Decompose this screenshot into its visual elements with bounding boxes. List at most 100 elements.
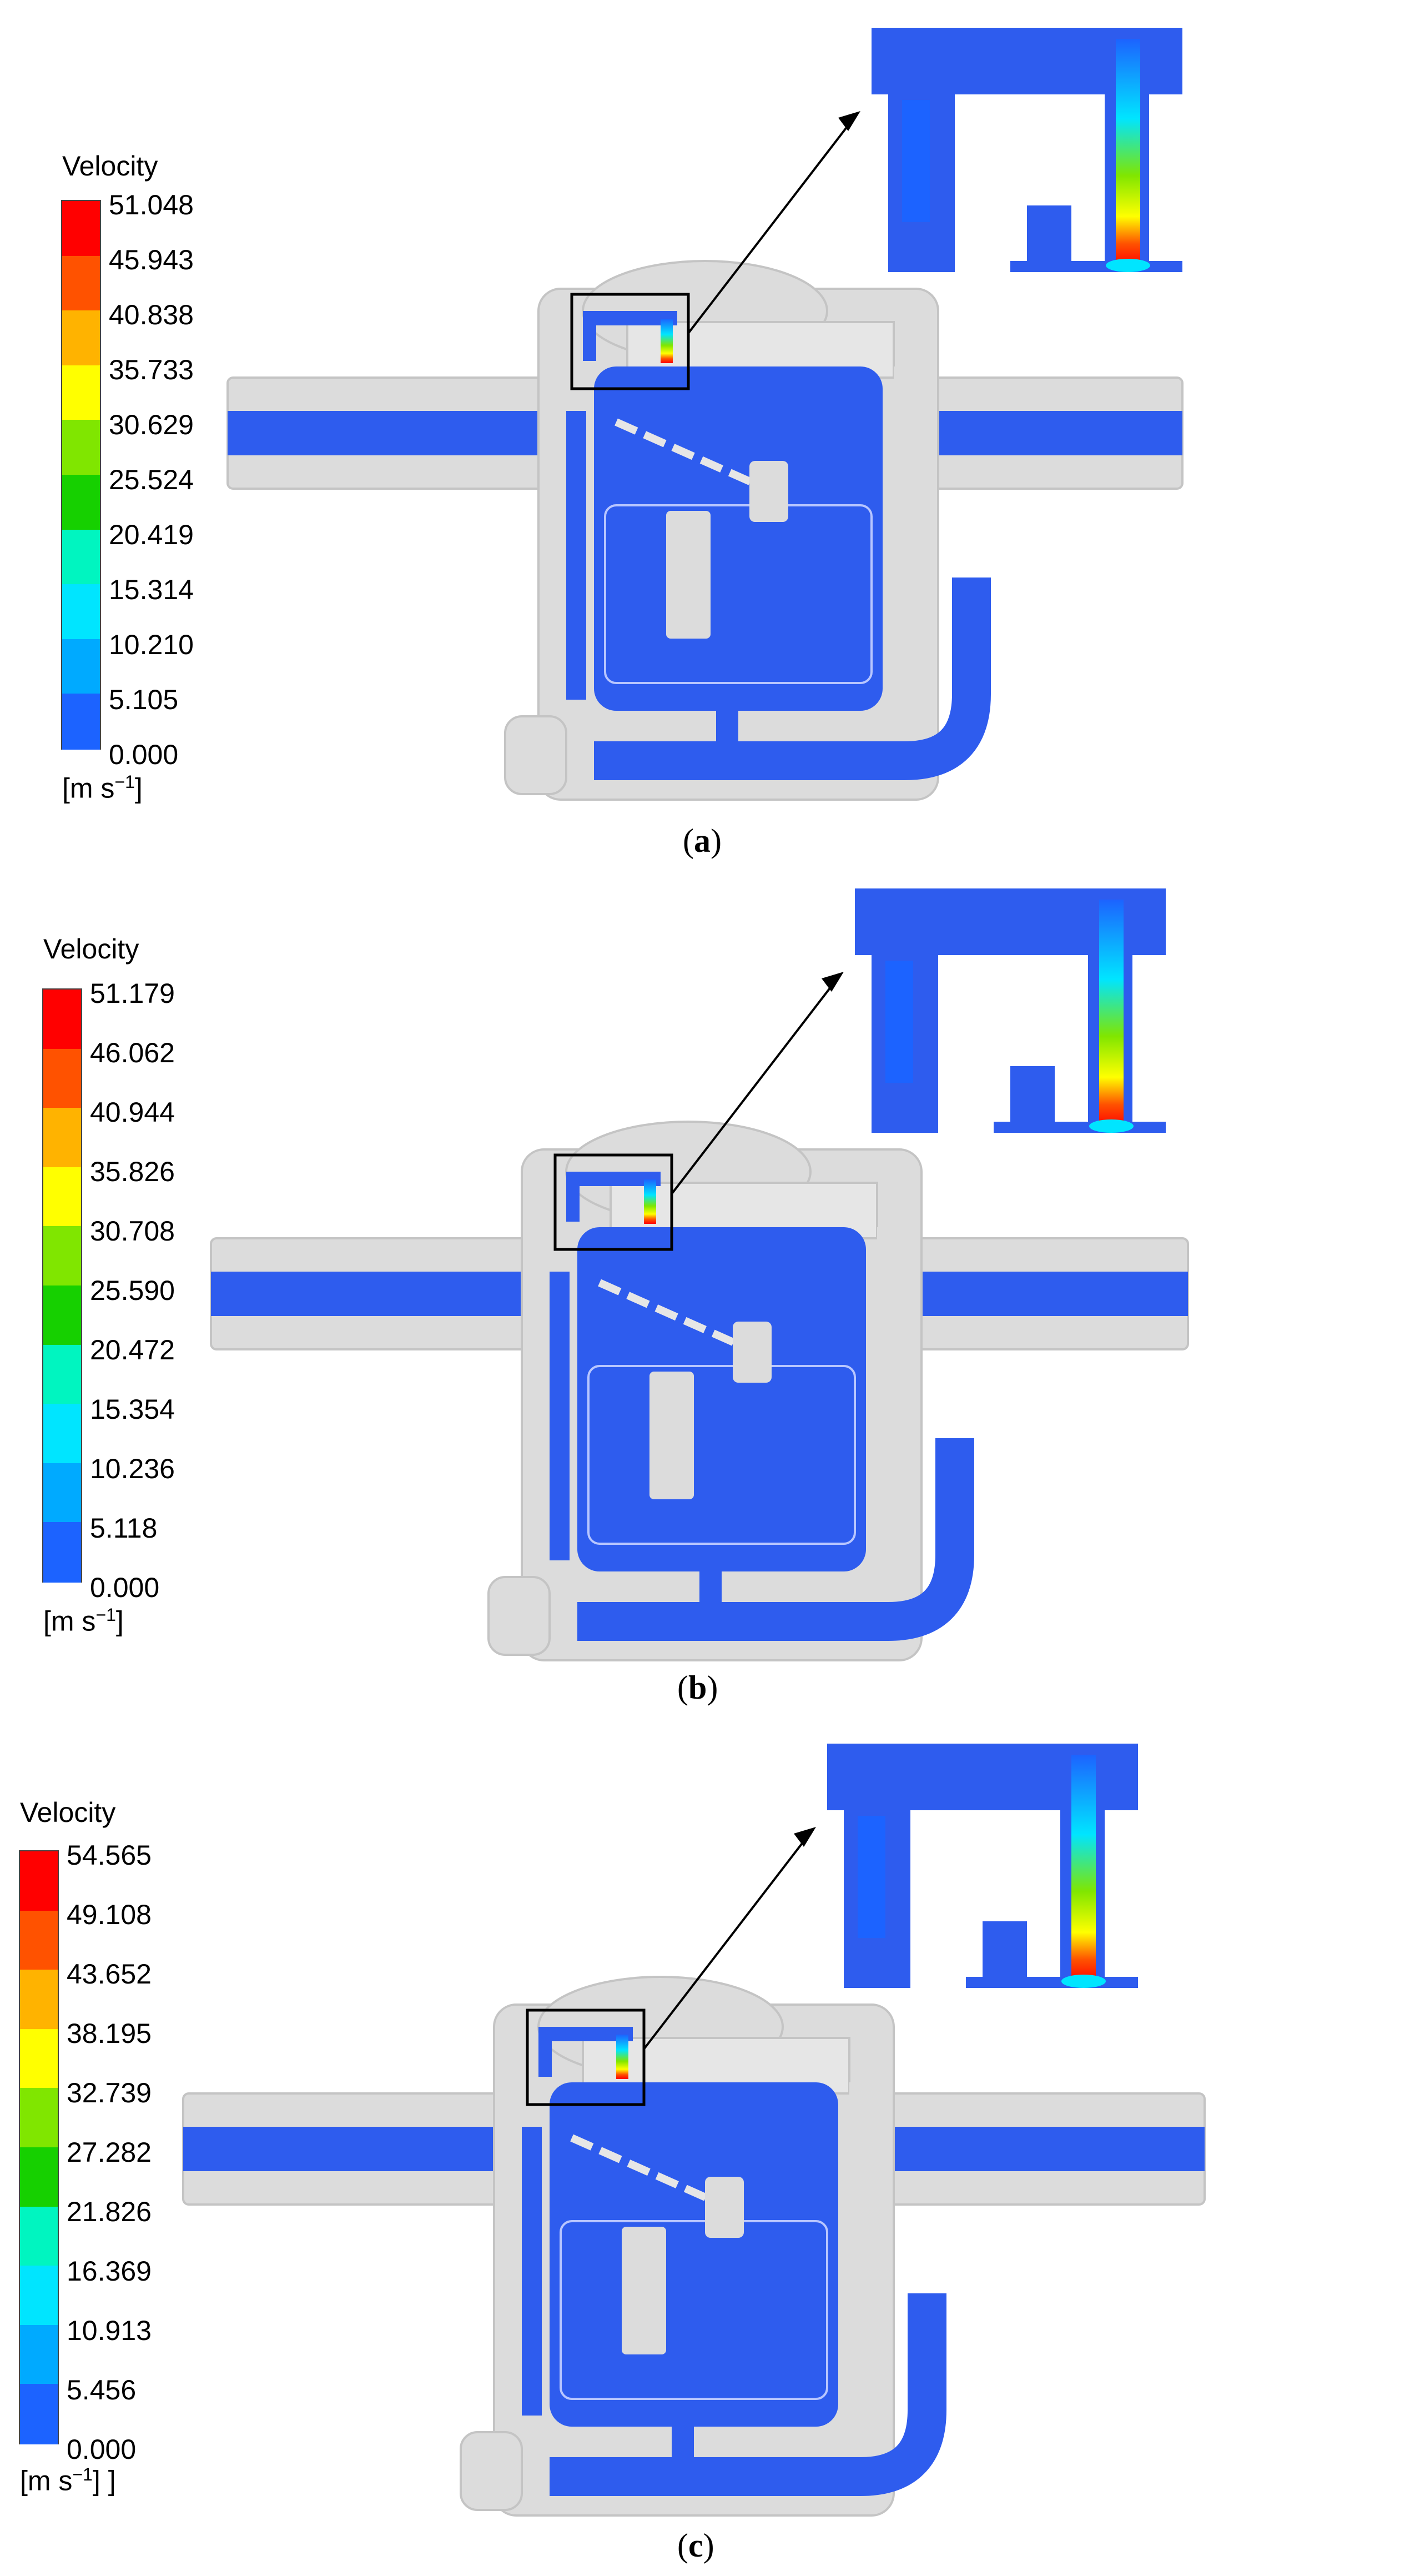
colorbar-band [20, 1910, 58, 1971]
legend-tick-label: 0.000 [90, 1572, 160, 1603]
colorbar-band [20, 1851, 58, 1912]
colorbar-band [20, 1970, 58, 2030]
legend-tick-label: 32.739 [67, 2077, 152, 2108]
zoom-arrow-line [643, 1831, 812, 2050]
unit-bracket: ] [134, 772, 143, 804]
legend-tick-label: 10.913 [67, 2315, 152, 2346]
legend-tick-label: 5.105 [109, 684, 179, 715]
legend-tick-label: 16.369 [67, 2256, 152, 2287]
legend-tick-label: 25.524 [109, 464, 194, 495]
legend-tick-label: 10.236 [90, 1453, 175, 1484]
drain-elbow [577, 1438, 974, 1641]
float-rod [622, 2227, 666, 2354]
inset-floor [994, 1122, 1166, 1133]
float-rod [666, 511, 711, 639]
colorbar-band [62, 310, 100, 366]
inlet-channel [550, 1272, 570, 1560]
unit-exponent: −1 [114, 772, 135, 792]
chamber-fluid [550, 2082, 838, 2427]
chamber-fluid [577, 1227, 866, 1571]
zoom-arrow-line [687, 116, 856, 334]
zoom-box [570, 293, 690, 390]
colorbar-band [62, 694, 100, 750]
drain-elbow [550, 2293, 946, 2496]
inset-left-swirl [902, 100, 930, 222]
colorbar-band [43, 1463, 81, 1524]
colorbar-band [62, 201, 100, 257]
legend-tick-label: 30.629 [109, 409, 194, 440]
colorbar-band [62, 255, 100, 312]
colorbar-band [20, 2324, 58, 2386]
steam-trap-velocity-contour [210, 888, 1189, 1661]
right-wall [894, 366, 916, 677]
colorbar-band [43, 1344, 81, 1405]
inset-jet [1071, 1755, 1096, 1982]
legend-unit: [m s−1] ] [20, 2464, 116, 2497]
panel-b: Velocity 51.179 46.062 40.944 35.826 30.… [0, 866, 1405, 1733]
zoom-box [553, 1153, 673, 1251]
colorbar-band [43, 1048, 81, 1109]
colorbar-band [43, 1404, 81, 1464]
legend-tick-label: 51.179 [90, 978, 175, 1009]
float-bucket [560, 2220, 828, 2400]
zoom-inset [827, 1744, 1138, 1988]
colorbar-band [62, 475, 100, 531]
orifice-jet [661, 319, 673, 363]
colorbar-band [62, 584, 100, 640]
inlet-channel [522, 2127, 542, 2416]
caption-open: ( [683, 822, 694, 859]
inset-left-swirl [858, 1816, 885, 1938]
caption-close: ) [703, 2527, 714, 2564]
zoom-inset [872, 28, 1182, 272]
panel-caption: (b) [677, 1669, 718, 1707]
inlet-channel [566, 411, 586, 700]
colorbar-band [20, 2266, 58, 2326]
right-wall [849, 2082, 872, 2393]
legend-tick-label: 21.826 [67, 2196, 152, 2227]
unit-text: [m s [62, 772, 115, 804]
colorbar-band [43, 1226, 81, 1287]
lever-arm [570, 2134, 723, 2208]
colorbar-band [62, 639, 100, 695]
zoom-arrow-line [671, 976, 839, 1195]
legend-tick-label: 20.419 [109, 519, 194, 550]
colorbar-band [20, 2384, 58, 2445]
drain-plug [460, 2431, 523, 2511]
colorbar-band [20, 2147, 58, 2208]
legend-title: Velocity [20, 1797, 116, 1828]
legend-tick-label: 40.944 [90, 1097, 175, 1128]
colorbar-band [43, 1522, 81, 1583]
orifice-left-leg [566, 1172, 580, 1222]
colorbar-band [20, 2028, 58, 2090]
legend-unit: [m s−1] [62, 772, 143, 805]
legend-tick-label: 35.733 [109, 354, 194, 385]
panel-caption: (a) [683, 822, 722, 860]
legend-tick-label: 10.210 [109, 629, 194, 660]
lever-arm [598, 1279, 751, 1353]
legend-title: Velocity [62, 150, 158, 182]
legend-tick-label: 20.472 [90, 1334, 175, 1365]
legend-tick-label: 30.708 [90, 1216, 175, 1247]
legend-tick-label: 5.118 [90, 1513, 158, 1544]
legend-tick-label: 46.062 [90, 1037, 175, 1068]
inset-floor [966, 1977, 1138, 1988]
inset-jet [1099, 900, 1124, 1127]
legend-tick-label: 45.943 [109, 244, 194, 275]
drain-stem [699, 1566, 722, 1627]
colorbar-band [20, 2206, 58, 2267]
inset-floor [1010, 261, 1182, 272]
orifice-jet [616, 2035, 628, 2079]
valve-pivot [705, 2177, 744, 2238]
valve-pivot [733, 1322, 772, 1383]
colorbar-band [20, 2088, 58, 2149]
orifice-left-leg [538, 2027, 552, 2077]
velocity-colorbar [61, 200, 101, 750]
colorbar-band [62, 420, 100, 476]
caption-open: ( [677, 1669, 688, 1706]
unit-bracket: ] ] [92, 2465, 116, 2497]
legend-tick-label: 49.108 [67, 1899, 152, 1930]
colorbar-band [62, 365, 100, 421]
valve-pivot [749, 461, 788, 522]
drain-plug [504, 715, 567, 795]
colorbar-band [43, 990, 81, 1050]
